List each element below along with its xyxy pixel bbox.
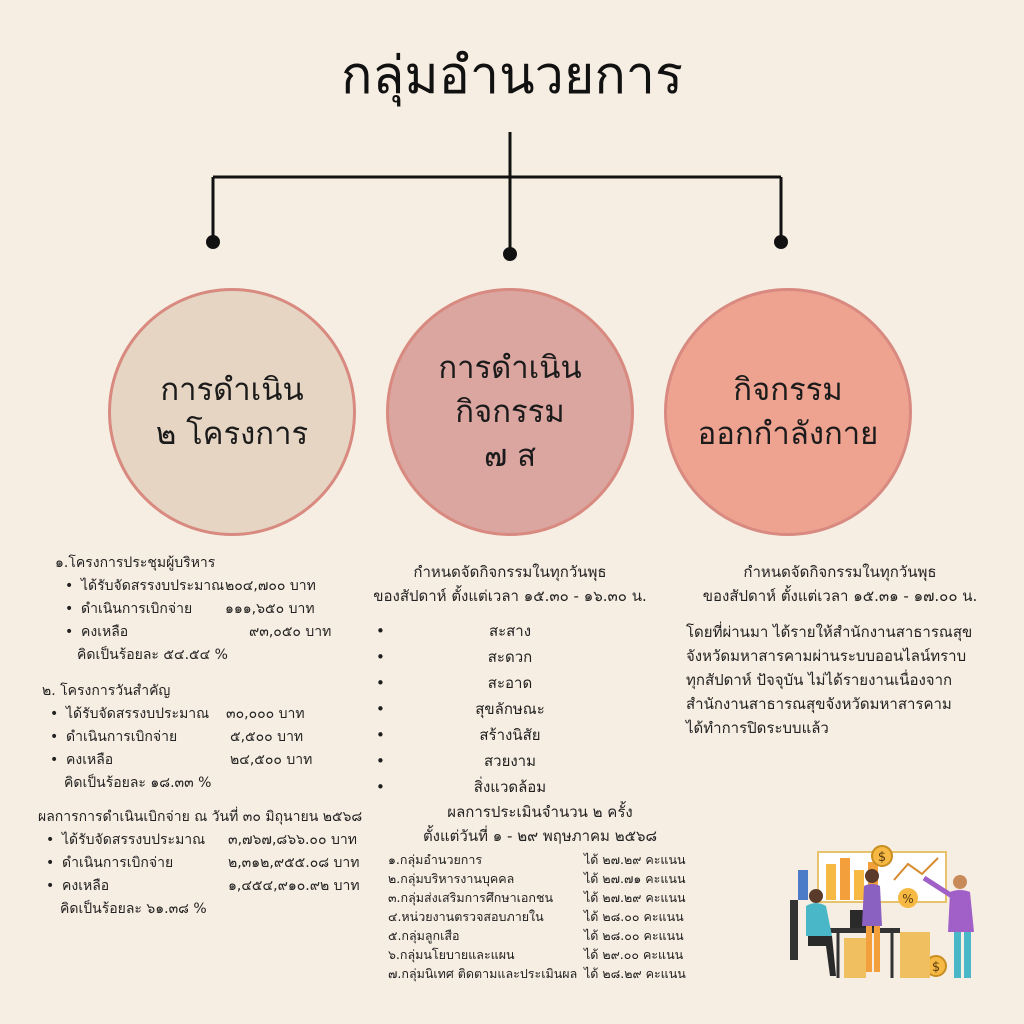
disbursement-percent: คิดเป็นร้อยละ ๖๑.๓๘ %	[60, 901, 207, 917]
circle-exercise: กิจกรรม ออกกำลังกาย	[664, 288, 912, 536]
7s-schedule-line-1: กำหนดจัดกิจกรรมในทุกวันพุธ	[413, 563, 607, 581]
list-item: •ได้รับจัดสรรงบประมาณ๒๐๔,๗๐๐ บาท	[65, 578, 316, 594]
table-row: ๔.หน่วยงานตรวจสอบภายใน ได้ ๒๘.๐๐ คะแนน	[388, 909, 684, 924]
circle-projects-label: การดำเนิน ๒ โครงการ	[155, 372, 309, 452]
list-item: •ดำเนินการเบิกจ่าย๒,๓๑๒,๙๕๕.๐๘ บาท	[46, 855, 360, 871]
disbursement-block: ผลการการดำเนินเบิกจ่าย ณ วันที่ ๓๐ มิถุน…	[38, 806, 388, 921]
evaluation-heading: ผลการประเมินจำนวน ๒ ครั้ง ตั้งแต่วันที่ …	[380, 800, 700, 848]
exercise-schedule: กำหนดจัดกิจกรรมในทุกวันพุธ ของสัปดาห์ ตั…	[680, 560, 1000, 608]
circle-7s: การดำเนิน กิจกรรม ๗ ส	[386, 288, 634, 536]
page-title: กลุ่มอำนวยการ	[341, 46, 683, 106]
project-2-title: ๒. โครงการวันสำคัญ	[42, 683, 171, 699]
exercise-schedule-line-1: กำหนดจัดกิจกรรมในทุกวันพุธ	[743, 563, 937, 581]
list-item: •สร้างนิสัย	[376, 726, 541, 744]
list-item: •ดำเนินการเบิกจ่าย๕,๕๐๐ บาท	[50, 729, 304, 745]
table-row: ๕.กลุ่มลูกเสือ ได้ ๒๘.๐๐ คะแนน	[388, 928, 684, 943]
list-item: •สะดวก	[376, 648, 533, 666]
exercise-paragraph: โดยที่ผ่านมา ได้รายให้สำนักงานสาธารณสุข …	[686, 623, 973, 737]
table-row: ๗.กลุ่มนิเทศ ติดตามและประเมินผลได้ ๒๘.๒๙…	[388, 966, 686, 981]
dot-left	[206, 235, 220, 249]
coin-symbol-bottom: $	[932, 960, 940, 975]
list-item: •สวยงาม	[376, 752, 536, 770]
circle-projects: การดำเนิน ๒ โครงการ	[108, 288, 356, 536]
list-item: •คงเหลือ๑,๔๕๔,๙๑๐.๙๒ บาท	[46, 878, 360, 894]
list-item: •สะอาด	[376, 674, 533, 692]
circle-7s-label: การดำเนิน กิจกรรม ๗ ส	[438, 350, 582, 474]
list-item: •คงเหลือ๙๓,๐๕๐ บาท	[65, 624, 332, 640]
score-table: ๑.กลุ่มอำนวยการได้ ๒๗.๒๙ คะแนน ๒.กลุ่มบร…	[388, 850, 698, 983]
exercise-schedule-line-2: ของสัปดาห์ ตั้งแต่เวลา ๑๕.๓๑ - ๑๗.๐๐ น.	[702, 587, 978, 605]
list-item: •ได้รับจัดสรรงบประมาณ๓๐,๐๐๐ บาท	[50, 706, 305, 722]
circle-exercise-label: กิจกรรม ออกกำลังกาย	[697, 372, 879, 452]
list-item: •ได้รับจัดสรรงบประมาณ๓,๗๖๗,๘๖๖.๐๐ บาท	[46, 832, 357, 848]
coin-symbol-top: $	[878, 850, 886, 865]
project-1-percent: คิดเป็นร้อยละ ๕๔.๕๔ %	[77, 647, 228, 663]
evaluation-line-1: ผลการประเมินจำนวน ๒ ครั้ง	[447, 803, 633, 821]
7s-schedule: กำหนดจัดกิจกรรมในทุกวันพุธ ของสัปดาห์ ตั…	[360, 560, 660, 608]
table-row: ๖.กลุ่มนโยบายและแผน ได้ ๒๙.๐๐ คะแนน	[388, 947, 684, 962]
connector-tree	[206, 132, 788, 261]
percent-symbol: %	[902, 892, 913, 906]
table-row: ๒.กลุ่มบริหารงานบุคคลได้ ๒๗.๗๑ คะแนน	[388, 871, 686, 886]
table-row: ๑.กลุ่มอำนวยการได้ ๒๗.๒๙ คะแนน	[388, 852, 686, 867]
7s-schedule-line-2: ของสัปดาห์ ตั้งแต่เวลา ๑๕.๓๐ - ๑๖.๓๐ น.	[373, 587, 647, 605]
dot-middle	[503, 247, 517, 261]
project-1-title: ๑.โครงการประชุมผู้บริหาร	[55, 555, 216, 571]
list-item: •ดำเนินการเบิกจ่าย๑๑๑,๖๕๐ บาท	[65, 601, 315, 617]
finance-team-illustration-icon: $ $ %	[790, 845, 974, 978]
list-item: •สะสาง	[376, 622, 532, 640]
list-item: •สุขลักษณะ	[376, 700, 545, 718]
disbursement-title: ผลการการดำเนินเบิกจ่าย ณ วันที่ ๓๐ มิถุน…	[38, 809, 363, 825]
project-2-percent: คิดเป็นร้อยละ ๑๘.๓๓ %	[64, 775, 212, 791]
table-row: ๓.กลุ่มส่งเสริมการศึกษาเอกชนได้ ๒๗.๒๙ คะ…	[388, 890, 686, 905]
dot-right	[774, 235, 788, 249]
list-item: •คงเหลือ๒๔,๕๐๐ บาท	[50, 752, 313, 768]
7s-list: •สะสาง •สะดวก •สะอาด •สุขลักษณะ •สร้างนิ…	[360, 618, 700, 800]
list-item: •สิ่งแวดล้อม	[376, 778, 547, 796]
project-1-block: ๑.โครงการประชุมผู้บริหาร •ได้รับจัดสรรงบ…	[55, 552, 375, 667]
evaluation-line-2: ตั้งแต่วันที่ ๑ - ๒๙ พฤษภาคม ๒๕๖๘	[422, 827, 658, 845]
project-2-block: ๒. โครงการวันสำคัญ •ได้รับจัดสรรงบประมาณ…	[42, 680, 362, 795]
